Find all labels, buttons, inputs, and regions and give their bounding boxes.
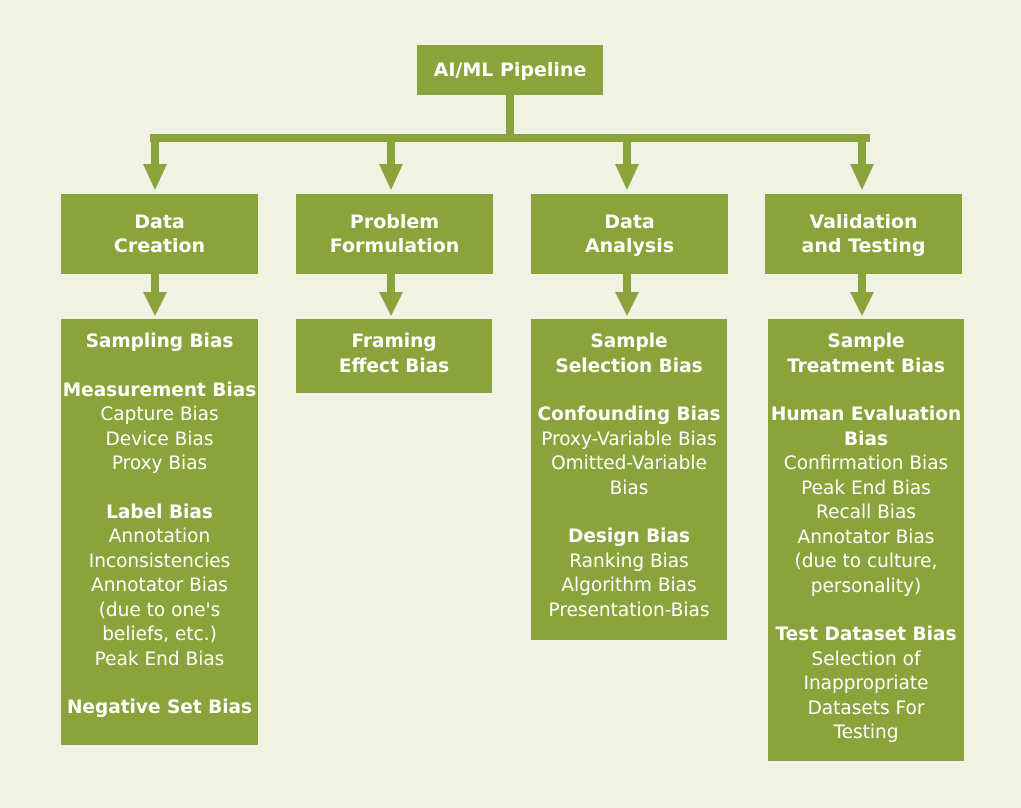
bias-group-title: Negative Set Bias [66,697,253,718]
bias-item: Confirmation Bias [783,453,949,474]
bias-group: Sampling Bias [61,330,258,355]
bias-group-title: Treatment Bias [787,355,945,377]
bias-group-title: Measurement Bias [62,379,257,401]
stage-problem-formulation: Problem Formulation [296,194,493,274]
stage-title-line: Data [604,211,655,233]
stage-title-line: and Testing [801,235,926,257]
stage-validation-testing: Validation and Testing [765,194,962,274]
bias-item: Recall Bias [816,502,916,523]
bias-item: beliefs, etc.) [102,624,217,645]
bias-group: Negative Set Bias [61,696,258,721]
stage-title-line: Problem [349,211,440,233]
stage-detail-line-3 [623,274,631,294]
bias-item: (due to one's [98,599,221,621]
drop-line-1 [151,134,159,166]
bias-group-title: Design Bias [567,526,691,547]
bias-item: Peak End Bias [801,477,931,499]
arrow-to-detail-2 [379,292,403,316]
bias-group-title: Selection Bias [555,355,703,377]
bias-item: Omitted-Variable [551,453,707,474]
bias-item: Proxy-Variable Bias [541,428,717,450]
bias-group-title: Confounding Bias [537,404,721,425]
drop-line-4 [858,134,866,166]
bias-item: Peak End Bias [94,648,225,670]
bias-item: Capture Bias [100,404,219,425]
stage-detail-line-2 [387,274,395,294]
bias-item: Annotation [108,526,211,547]
bias-group-title: Label Bias [106,501,213,523]
root-label: AI/ML Pipeline [433,59,587,81]
bias-group-title: Sampling Bias [85,331,234,352]
bias-group-title: Human Evaluation [770,404,962,425]
arrow-to-data-creation [143,164,167,190]
bias-group-title: Framing [351,331,437,352]
bias-item: Ranking Bias [569,550,689,572]
arrow-to-detail-4 [850,292,874,316]
arrow-to-detail-1 [143,292,167,316]
stage-data-analysis: Data Analysis [531,194,728,274]
drop-line-3 [623,134,631,166]
arrow-to-data-analysis [615,164,639,190]
root-node: AI/ML Pipeline [417,45,603,95]
bias-item: Datasets For [807,697,925,719]
stage-detail-line-1 [151,274,159,294]
bias-group-title: Sample [590,331,668,352]
bias-item: Annotator Bias [797,526,935,548]
arrow-to-problem-formulation [379,164,403,190]
bias-item: (due to culture, [794,551,938,572]
stage-title-line: Analysis [584,235,675,257]
bias-item: Annotator Bias [91,575,228,596]
bias-group-title: Test Dataset Bias [775,624,957,645]
bias-item: Inappropriate [803,673,929,694]
bias-item: Proxy Bias [111,453,208,474]
drop-line-2 [387,134,395,166]
stage-title-line: Formulation [329,235,460,257]
bias-item: Selection of [811,648,921,670]
root-trunk-line [506,95,514,139]
bias-item: Testing [833,722,899,743]
bias-item: Device Bias [105,428,214,450]
arrow-to-validation-testing [850,164,874,190]
bias-item: Algorithm Bias [561,575,697,596]
bias-item: Inconsistencies [88,550,231,572]
bias-group-title: Sample [827,331,905,352]
bias-item: Bias [609,477,649,499]
bias-group-title: Effect Bias [338,355,450,377]
stage-title-line: Validation [809,211,918,233]
stage-detail-line-4 [858,274,866,294]
stage-title-line: Creation [113,235,206,257]
stage-data-creation: Data Creation [61,194,258,274]
stage-title-line: Data [134,211,185,233]
bias-item: Presentation-Bias [548,599,710,621]
bias-item: personality) [810,575,922,597]
bias-group-title: Bias [844,428,888,450]
branch-bar-line [150,134,870,142]
arrow-to-detail-3 [615,292,639,316]
